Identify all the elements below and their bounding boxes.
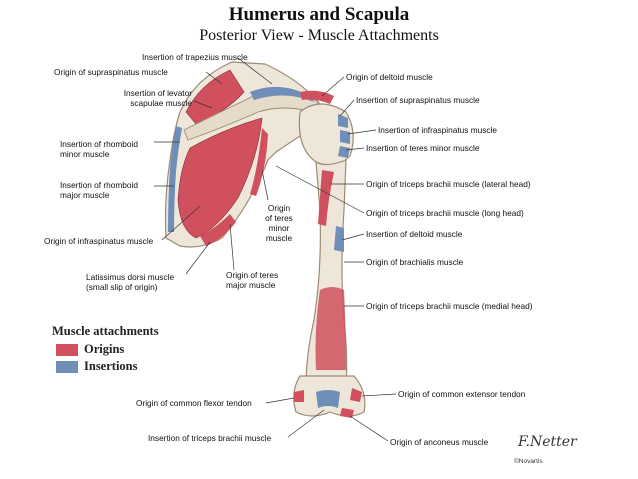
label-rhomboid-major-insertion: Insertion of rhomboid major muscle <box>60 180 138 200</box>
scapula <box>164 61 334 248</box>
artist-signature: F.Netter <box>518 434 577 450</box>
label-supraspinatus-insertion: Insertion of supraspinatus muscle <box>356 95 480 105</box>
humerus <box>293 103 366 418</box>
label-infraspinatus-insertion: Insertion of infraspinatus muscle <box>378 125 497 135</box>
label-anconeus-origin: Origin of anconeus muscle <box>390 437 489 447</box>
legend-origins: Origins <box>84 342 125 356</box>
label-extensor-origin: Origin of common extensor tendon <box>398 389 526 399</box>
label-supraspinatus-origin: Origin of supraspinatus muscle <box>54 67 168 77</box>
label-triceps-lateral-origin: Origin of triceps brachii muscle (latera… <box>366 179 531 189</box>
legend-origin-swatch <box>56 344 78 356</box>
label-rhomboid-minor-insertion: Insertion of rhomboid minor muscle <box>60 139 138 159</box>
label-teres-minor-origin: Origin of teres minor muscle <box>265 203 293 243</box>
label-flexor-origin: Origin of common flexor tendon <box>136 398 252 408</box>
label-infraspinatus-origin: Origin of infraspinatus muscle <box>44 236 154 246</box>
label-trapezius-insertion: Insertion of trapezius muscle <box>142 52 248 62</box>
legend-insertion-swatch <box>56 361 78 373</box>
label-levator-insertion: Insertion of levator scapulae muscle <box>123 88 192 108</box>
legend-title: Muscle attachments <box>52 324 159 338</box>
label-teres-major-origin: Origin of teres major muscle <box>226 270 279 290</box>
label-latissimus-origin: Latissimus dorsi muscle (small slip of o… <box>86 272 175 292</box>
label-triceps-medial-origin: Origin of triceps brachii muscle (medial… <box>366 301 533 311</box>
label-triceps-long-origin: Origin of triceps brachii muscle (long h… <box>366 208 524 218</box>
label-deltoid-origin: Origin of deltoid muscle <box>346 72 433 82</box>
figure-subtitle: Posterior View - Muscle Attachments <box>199 27 439 44</box>
label-teres-minor-insertion: Insertion of teres minor muscle <box>366 143 480 153</box>
copyright-mark: ©Novartis <box>514 458 543 465</box>
figure-title: Humerus and Scapula <box>228 4 410 25</box>
legend-insertions: Insertions <box>84 359 138 373</box>
label-triceps-insertion: Insertion of triceps brachii muscle <box>148 433 272 443</box>
label-deltoid-insertion: Insertion of deltoid muscle <box>366 229 463 239</box>
leader-lines <box>154 57 397 442</box>
label-brachialis-origin: Origin of brachialis muscle <box>366 257 464 267</box>
